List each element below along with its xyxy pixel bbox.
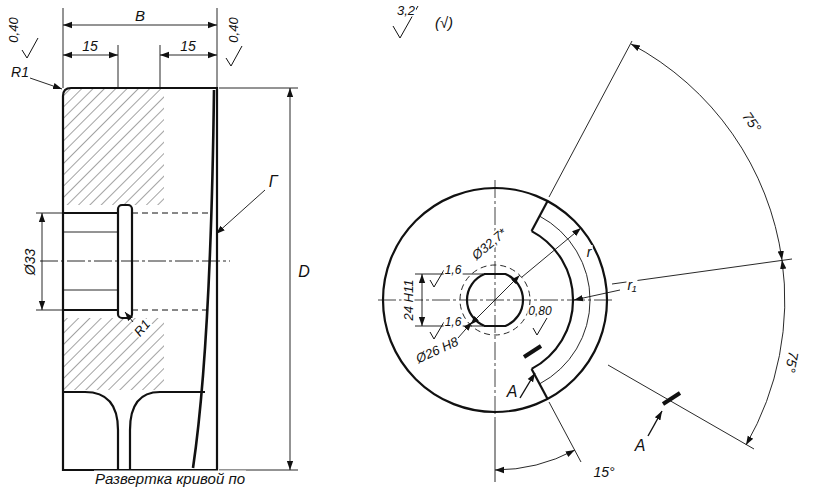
dimension-lines	[290, 88, 291, 470]
dimension-label: 15	[81, 39, 99, 53]
dimension-label: A	[634, 438, 647, 454]
dimension-label: 15	[179, 39, 197, 53]
dimension-label: A	[506, 384, 519, 400]
part-outline	[63, 88, 217, 470]
dimension-lines	[574, 290, 620, 300]
roughness-symbol	[393, 6, 547, 339]
dimension-label: 0,80	[527, 305, 552, 317]
part-outline	[63, 309, 118, 311]
dimension-lines	[549, 402, 581, 462]
dimension-label: 24 H11	[402, 279, 415, 322]
part-outline	[383, 188, 607, 412]
part-outline	[63, 212, 118, 214]
hidden-lines	[132, 213, 212, 310]
dimension-lines	[219, 88, 298, 89]
dimension-lines	[36, 213, 63, 214]
dimension-label: 75°	[740, 108, 765, 135]
hidden-lines	[132, 213, 212, 214]
dimension-lines	[125, 312, 133, 322]
dimension-label: 1,6	[444, 316, 463, 328]
thin-lines	[40, 261, 230, 262]
dimension-lines	[470, 275, 519, 324]
dimension-lines	[216, 190, 265, 234]
dimension-label: r₁	[626, 278, 637, 292]
section-arrow	[520, 373, 535, 398]
section-hatching	[64, 89, 164, 205]
dimension-label: 3,2	[396, 4, 416, 17]
roughness-symbol	[430, 270, 444, 287]
dimension-lines	[422, 274, 423, 326]
dimension-label: R1	[131, 317, 153, 340]
roughness-symbol	[226, 46, 242, 66]
dimension-lines	[495, 450, 575, 470]
hidden-lines	[132, 310, 208, 311]
thin-lines	[63, 232, 118, 233]
dimension-lines	[631, 44, 782, 260]
dimension-label: 0,40	[7, 16, 20, 43]
thin-lines	[460, 216, 590, 384]
roughness-symbol	[22, 38, 38, 58]
dimension-label: 15°	[592, 465, 615, 479]
dimension-lines	[63, 25, 217, 26]
thin-lines	[460, 265, 530, 335]
thin-lines	[63, 290, 118, 291]
dimension-label: D	[297, 264, 311, 280]
dimension-label: B	[134, 8, 146, 23]
section-arrow	[524, 346, 541, 357]
thin-lines	[40, 232, 230, 290]
roughness-symbol	[22, 38, 242, 66]
dimension-lines	[217, 8, 218, 88]
centerlines	[378, 180, 612, 420]
part-outline	[130, 392, 205, 470]
part-outline	[193, 90, 214, 468]
dimension-lines	[36, 310, 63, 311]
dimension-label: Ø32,7*	[469, 225, 510, 262]
dimension-lines	[608, 365, 754, 449]
part-outline	[63, 88, 217, 470]
dimension-lines	[30, 78, 62, 89]
dimension-lines	[160, 45, 161, 88]
dimension-lines	[522, 228, 581, 277]
dimension-label: 0,40	[227, 16, 240, 43]
dimension-lines	[415, 41, 792, 482]
section-hatching	[64, 89, 164, 390]
dimension-lines	[63, 8, 64, 88]
dimension-lines	[160, 55, 217, 56]
section-arrow	[520, 346, 680, 436]
section-arrow	[663, 393, 680, 404]
section-arrow	[648, 411, 662, 436]
dimension-label: (√)	[434, 15, 454, 30]
dimension-lines	[549, 41, 632, 197]
roughness-symbol	[430, 322, 444, 339]
dimension-label: Г	[268, 174, 279, 190]
part-outline	[63, 392, 118, 470]
dimension-label: r	[586, 245, 593, 259]
dimension-lines	[118, 45, 119, 88]
dimension-lines	[612, 259, 792, 284]
roughness-symbol	[533, 318, 547, 335]
dimension-lines	[42, 213, 43, 310]
dimension-lines	[746, 260, 785, 445]
part-outline	[467, 274, 523, 326]
dimension-label: Ø33	[23, 248, 37, 276]
dimension-label: Развертка кривой по	[94, 471, 246, 486]
dimension-label: R1	[10, 65, 30, 79]
part-outline	[118, 205, 132, 318]
dimension-label: 1,6	[444, 264, 463, 276]
dimension-label: 75°	[783, 349, 801, 374]
dimension-lines	[495, 420, 496, 482]
dimension-lines	[63, 55, 118, 56]
part-outline	[383, 188, 607, 412]
dimension-lines	[30, 8, 298, 470]
dimension-label: Ø26 H8	[413, 334, 461, 366]
